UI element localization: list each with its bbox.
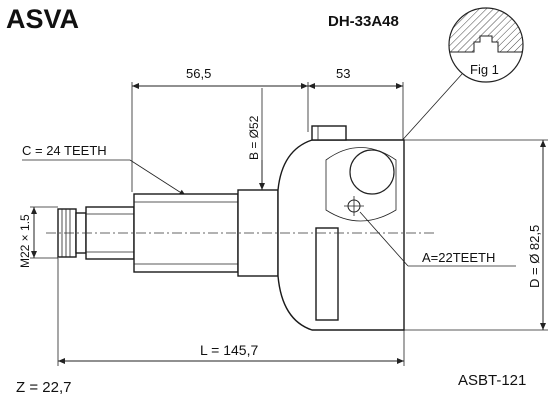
dim-total-length: L = 145,7 — [200, 342, 258, 358]
dim-c-teeth: C = 24 TEETH — [22, 143, 107, 158]
c-teeth-callout: C = 24 TEETH — [22, 143, 187, 197]
brand-logo: ASVA — [6, 4, 79, 34]
dim-b-diameter: B = Ø52 — [247, 115, 261, 160]
b-diameter-dim: B = Ø52 — [247, 88, 265, 190]
ref-code: ASBT-121 — [458, 372, 526, 389]
a-teeth-callout: A=22TEETH — [359, 211, 516, 267]
part-code: DH-33A48 — [328, 13, 399, 30]
fig-label: Fig 1 — [470, 62, 499, 77]
d-diameter-dim: D = Ø 82,5 — [404, 139, 548, 331]
top-dimensions: 56,5 53 — [131, 66, 404, 192]
dim-housing-length: 53 — [336, 66, 350, 81]
dim-shaft-length: 56,5 — [186, 66, 211, 81]
total-length-dim: L = 145,7 — [57, 258, 405, 366]
dim-thread: M22 × 1.5 — [18, 214, 32, 268]
cv-housing — [277, 125, 405, 331]
thread-dim: M22 × 1.5 — [18, 206, 58, 268]
dim-a-teeth: A=22TEETH — [422, 250, 495, 265]
dim-d-diameter: D = Ø 82,5 — [527, 225, 542, 288]
dim-z-value: Z = 22,7 — [16, 379, 71, 396]
